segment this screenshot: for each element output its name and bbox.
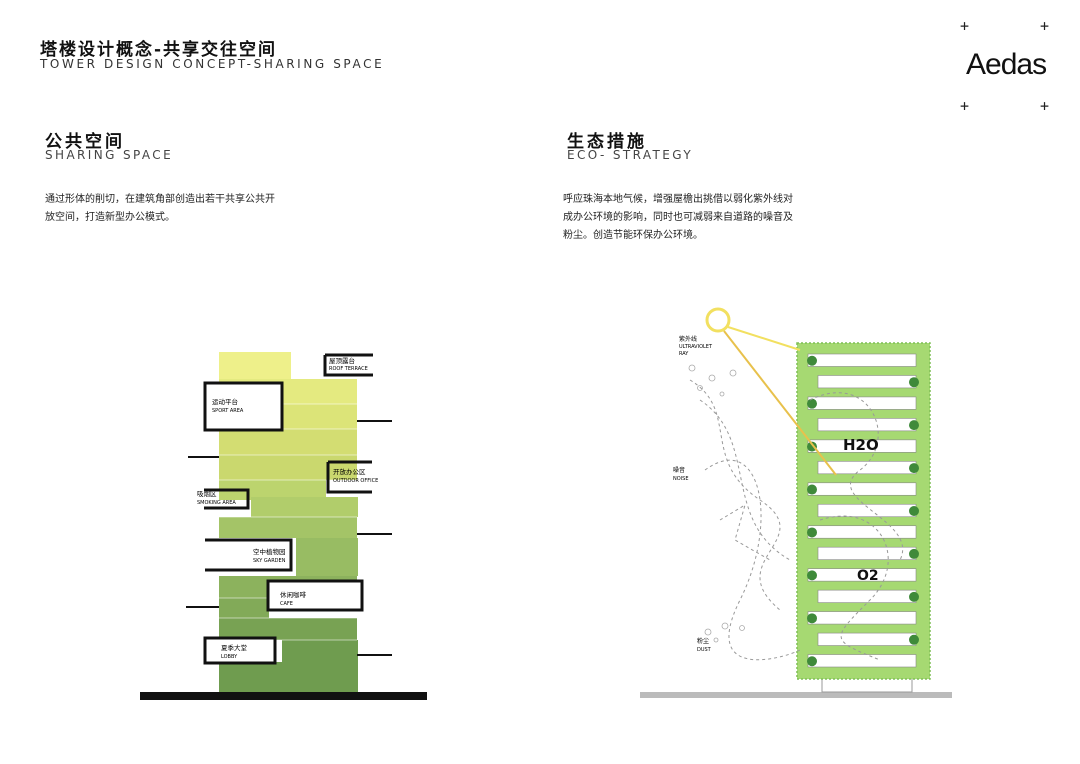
tree-icon xyxy=(909,634,919,645)
tree-icon xyxy=(807,570,817,581)
plus-mark: + xyxy=(960,17,970,35)
eco-strategy-heading-en: ECO- STRATEGY xyxy=(567,148,694,162)
tree-icon xyxy=(909,591,919,602)
eco-floor-plate xyxy=(807,611,917,625)
tower-block xyxy=(219,429,357,455)
eco-floor-plate xyxy=(807,482,917,496)
label-cafe-en: CAFE xyxy=(280,601,293,607)
sport-area-bracket xyxy=(203,381,284,432)
label-ultraviolet: 紫外线 xyxy=(679,335,697,343)
tower-block xyxy=(282,640,358,692)
tree-icon xyxy=(807,484,817,495)
eco-floor-plate xyxy=(807,396,917,410)
roof-terrace-bracket xyxy=(323,353,373,377)
eco-floor-plate xyxy=(817,375,917,389)
tower-block xyxy=(219,618,357,640)
label-dust-en: DUST xyxy=(697,647,712,653)
label-smoking-area-en: SMOKING AREA xyxy=(197,500,236,506)
aedas-logo: Aedas xyxy=(966,48,1047,81)
ground-line xyxy=(140,692,427,700)
plus-mark: + xyxy=(1040,17,1050,35)
sharing-space-description: 通过形体的削切，在建筑角部创造出若干共享公共开 放空间，打造新型办公模式。 xyxy=(45,194,275,223)
label-dust: 粉尘 xyxy=(697,637,709,645)
tower-block xyxy=(219,517,357,538)
eco-floor-plate xyxy=(817,418,917,432)
page-subtitle: TOWER DESIGN CONCEPT-SHARING SPACE xyxy=(40,57,385,71)
tree-icon xyxy=(807,527,817,538)
label-outdoor-office: 开放办公区 xyxy=(333,467,366,476)
label-smoking-area: 吸烟区 xyxy=(197,489,217,498)
tree-icon xyxy=(807,398,817,409)
tower-block xyxy=(219,352,291,379)
tree-icon xyxy=(909,420,919,431)
label-noise: 噪音 xyxy=(673,466,685,474)
smoking-area-bracket xyxy=(204,488,250,510)
tower-block xyxy=(251,497,358,517)
label-sport-area: 运动平台 xyxy=(212,397,238,406)
page-title: 塔楼设计概念-共享交往空间 xyxy=(40,40,278,60)
eco-strategy-heading: 生态措施 xyxy=(567,132,647,152)
tree-icon xyxy=(909,506,919,516)
tree-icon xyxy=(807,355,817,366)
h2o-label: H2O xyxy=(843,436,879,454)
tower-block xyxy=(219,598,269,618)
sharing-space-heading-en: SHARING SPACE xyxy=(45,148,174,162)
label-noise-en: NOISE xyxy=(673,476,688,482)
tower-block xyxy=(219,480,326,500)
eco-strategy-description: 呼应珠海本地气候，增强屋檐出挑借以弱化紫外线对 成办公环境的影响，同时也可减弱来… xyxy=(563,194,793,241)
tree-icon xyxy=(909,463,919,474)
eco-floor-plate xyxy=(817,503,917,518)
eco-floor-plate xyxy=(817,632,917,646)
sun-ray xyxy=(727,326,801,351)
tree-icon xyxy=(807,441,817,452)
tree-icon xyxy=(909,377,919,388)
tree-icon xyxy=(807,613,817,624)
o2-label: O2 xyxy=(857,568,879,584)
plus-mark: + xyxy=(1040,97,1050,115)
eco-floors xyxy=(807,353,919,668)
sharing-space-heading: 公共空间 xyxy=(45,132,125,152)
label-cafe: 休闲咖啡 xyxy=(280,590,307,599)
eco-floor-plate xyxy=(817,589,917,603)
tower-block xyxy=(219,455,357,480)
eco-ground-line xyxy=(640,692,952,698)
label-sky-garden-en: SKY GARDEN xyxy=(253,558,286,564)
eco-floor-plate xyxy=(807,353,917,367)
label-lobby-en: LOBBY xyxy=(221,654,238,660)
sun-icon xyxy=(705,307,731,333)
tower-block xyxy=(296,538,358,576)
eco-floor-plate xyxy=(807,525,917,539)
sun-ray xyxy=(723,330,837,476)
label-lobby: 夏季大堂 xyxy=(221,643,248,652)
label-ultraviolet-en: ULTRAVIOLET xyxy=(679,344,713,350)
tower-block xyxy=(219,662,283,692)
tree-icon xyxy=(909,548,919,559)
label-sky-garden: 空中植物园 xyxy=(253,547,286,556)
tree-icon xyxy=(807,656,817,667)
plus-mark: + xyxy=(960,97,970,115)
lobby-bracket xyxy=(203,636,277,665)
eco-floor-plate xyxy=(807,654,917,668)
cafe-bracket xyxy=(266,579,364,612)
outdoor-office-bracket xyxy=(326,460,372,494)
label-sport-area-en: SPORT AREA xyxy=(212,408,244,414)
label-roof-terrace-en: ROOF TERRACE xyxy=(329,366,368,372)
label-ultraviolet-en2: RAY xyxy=(679,351,689,357)
label-outdoor-office-en: OUTDOOR OFFICE xyxy=(333,478,378,484)
sky-garden-bracket xyxy=(205,538,293,572)
label-roof-terrace: 屋顶露台 xyxy=(329,356,355,365)
